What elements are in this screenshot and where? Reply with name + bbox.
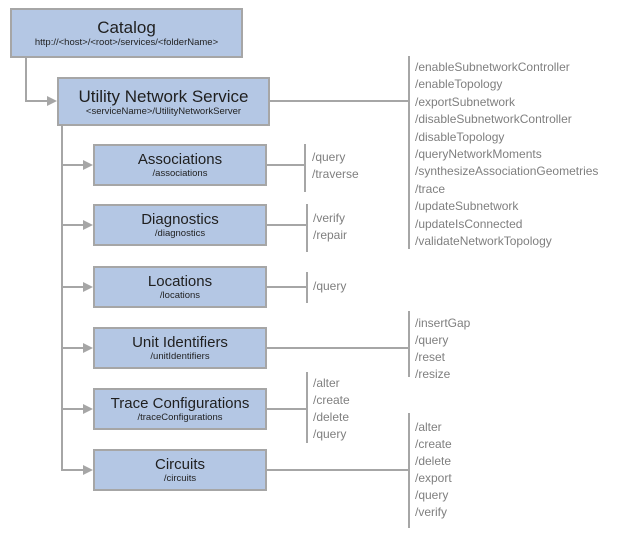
connector-branch-associations <box>61 164 83 166</box>
arrowhead-icon <box>83 343 93 353</box>
operation-label: /updateSubnetwork <box>415 199 519 214</box>
connector-service-ops <box>270 100 408 102</box>
catalog-node: Catalog http://<host>/<root>/services/<f… <box>10 8 243 58</box>
unit-identifiers-node: Unit Identifiers /unitIdentifiers <box>93 327 267 369</box>
arrowhead-icon <box>83 404 93 414</box>
unit-identifiers-operations-list: /insertGap/query/reset/resize <box>415 315 470 383</box>
locations-subtitle: /locations <box>159 290 201 301</box>
locations-operations-list: /query <box>313 278 346 295</box>
bracket-associations-ops <box>304 144 306 192</box>
bracket-unit-identifiers-ops <box>408 311 410 377</box>
associations-subtitle: /associations <box>152 168 208 179</box>
locations-node: Locations /locations <box>93 266 267 308</box>
associations-title: Associations <box>137 151 223 168</box>
operation-label: /verify <box>415 505 448 519</box>
bracket-locations-ops <box>306 272 308 303</box>
operation-label: /create <box>415 437 452 451</box>
operation-label: /updateIsConnected <box>415 216 523 231</box>
associations-operations-list: /query/traverse <box>312 149 359 183</box>
connector-locations-ops <box>267 286 307 288</box>
operation-label: /repair <box>313 228 348 242</box>
trace-configurations-node: Trace Configurations /traceConfiguration… <box>93 388 267 430</box>
arrowhead-icon <box>83 160 93 170</box>
operation-label: /create <box>313 393 350 407</box>
circuits-operations-list: /alter/create/delete/export/query/verify <box>415 419 452 521</box>
connector-branch-circuits <box>61 469 83 471</box>
operation-label: /query <box>312 150 346 164</box>
utility-network-service-subtitle: <serviceName>/UtilityNetworkServer <box>85 105 242 117</box>
catalog-title: Catalog <box>97 18 156 37</box>
connector-trace-configurations-ops <box>267 408 307 410</box>
operation-label: /synthesizeAssociationGeometries <box>415 164 599 179</box>
diagnostics-node: Diagnostics /diagnostics <box>93 204 267 246</box>
operation-label: /enableTopology <box>415 77 503 92</box>
operation-label: /enableSubnetworkController <box>415 60 570 74</box>
connector-catalog-branch <box>25 100 47 102</box>
locations-title: Locations <box>147 273 213 290</box>
diagnostics-subtitle: /diagnostics <box>154 228 206 239</box>
trace-configurations-title: Trace Configurations <box>110 395 250 412</box>
operation-label: /query <box>415 488 449 502</box>
operation-label: /resize <box>415 367 451 381</box>
diagnostics-title: Diagnostics <box>141 211 219 228</box>
associations-node: Associations /associations <box>93 144 267 186</box>
connector-branch-trace-configurations <box>61 408 83 410</box>
operation-label: /verify <box>313 211 346 225</box>
unit-identifiers-subtitle: /unitIdentifiers <box>150 351 210 362</box>
operation-label: /export <box>415 471 452 485</box>
service-operations-list: /enableSubnetworkController/enableTopolo… <box>415 59 598 250</box>
connector-diagnostics-ops <box>267 224 307 226</box>
connector-branch-locations <box>61 286 83 288</box>
circuits-subtitle: /circuits <box>163 473 197 484</box>
bracket-circuits-ops <box>408 413 410 528</box>
trace-configurations-operations-list: /alter/create/delete/query <box>313 375 350 443</box>
operation-label: /traverse <box>312 167 359 181</box>
utility-network-service-node: Utility Network Service <serviceName>/Ut… <box>57 77 270 126</box>
arrowhead-icon <box>83 220 93 230</box>
utility-network-service-title: Utility Network Service <box>78 86 249 106</box>
circuits-title: Circuits <box>154 456 205 473</box>
trace-configurations-subtitle: /traceConfigurations <box>137 412 223 423</box>
operation-label: /trace <box>415 181 446 196</box>
connector-catalog-drop <box>25 58 27 102</box>
operation-label: /validateNetworkTopology <box>415 233 552 248</box>
operation-label: /alter <box>313 376 340 390</box>
operation-label: /disableTopology <box>415 129 505 144</box>
operation-label: /query <box>313 279 347 293</box>
operation-label: /disableSubnetworkController <box>415 112 572 127</box>
connector-branch-unit-identifiers <box>61 347 83 349</box>
bracket-service-ops <box>408 56 410 249</box>
connector-branch-diagnostics <box>61 224 83 226</box>
operation-label: /alter <box>415 420 442 434</box>
operation-label: /query <box>415 333 449 347</box>
diagnostics-operations-list: /verify/repair <box>313 210 347 244</box>
bracket-diagnostics-ops <box>306 204 308 252</box>
operation-label: /delete <box>313 410 350 424</box>
operation-label: /delete <box>415 454 452 468</box>
arrowhead-icon <box>83 465 93 475</box>
arrowhead-icon <box>83 282 93 292</box>
connector-circuits-ops <box>267 469 408 471</box>
connector-unit-identifiers-ops <box>267 347 408 349</box>
operation-label: /query <box>313 427 347 441</box>
operation-label: /exportSubnetwork <box>415 94 516 109</box>
bracket-trace-configurations-ops <box>306 372 308 443</box>
circuits-node: Circuits /circuits <box>93 449 267 491</box>
unit-identifiers-title: Unit Identifiers <box>132 334 228 351</box>
operation-label: /queryNetworkMoments <box>415 146 542 161</box>
arrowhead-icon <box>47 96 57 106</box>
catalog-subtitle: http://<host>/<root>/services/<folderNam… <box>34 37 219 48</box>
operation-label: /insertGap <box>415 316 471 330</box>
operation-label: /reset <box>415 350 446 364</box>
connector-associations-ops <box>267 164 305 166</box>
connector-service-trunk <box>61 126 63 471</box>
